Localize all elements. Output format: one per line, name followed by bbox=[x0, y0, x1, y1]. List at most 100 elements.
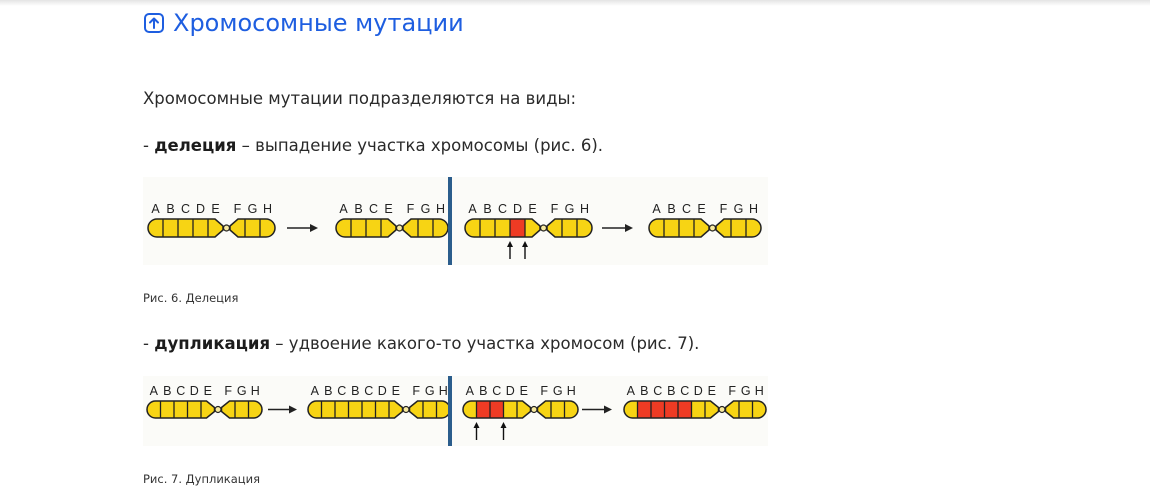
gene-label: F bbox=[540, 384, 548, 398]
gene-label: D bbox=[513, 202, 522, 216]
arm-outline bbox=[335, 218, 397, 238]
gene-label: A bbox=[468, 202, 477, 216]
gene-label: D bbox=[190, 384, 199, 398]
arm-outline bbox=[648, 218, 710, 238]
right-arm bbox=[537, 401, 578, 418]
segment bbox=[731, 219, 746, 237]
gene-label: C bbox=[176, 384, 185, 398]
gene-label: A bbox=[339, 202, 348, 216]
segment bbox=[208, 219, 223, 237]
gene-label: G bbox=[421, 202, 431, 216]
centromere bbox=[395, 224, 404, 232]
gene-label: H bbox=[439, 384, 448, 398]
gene-label: G bbox=[565, 202, 575, 216]
segment bbox=[381, 219, 396, 237]
gene-label: H bbox=[580, 202, 589, 216]
right-arm bbox=[547, 219, 592, 237]
mutated-segment bbox=[664, 401, 678, 418]
figure-divider bbox=[448, 177, 452, 265]
figure-6-caption: Рис. 6. Делеция bbox=[143, 291, 239, 305]
top-shadow bbox=[0, 0, 1150, 6]
gene-label: C bbox=[682, 202, 691, 216]
centromere bbox=[402, 405, 410, 414]
segment bbox=[691, 401, 705, 418]
arm-outline bbox=[462, 400, 532, 419]
arrow-head bbox=[500, 422, 507, 428]
arm-outline bbox=[402, 218, 449, 238]
arrow-head bbox=[310, 224, 318, 232]
gene-label: B bbox=[479, 384, 487, 398]
section-heading: Хромосомные мутации bbox=[143, 9, 464, 37]
gene-label: H bbox=[755, 384, 764, 398]
gene-label: E bbox=[204, 384, 212, 398]
gene-label: A bbox=[652, 202, 661, 216]
segment bbox=[321, 401, 335, 418]
gene-label: C bbox=[680, 384, 689, 398]
segment bbox=[147, 401, 161, 418]
gene-label: F bbox=[551, 202, 559, 216]
segment bbox=[375, 401, 389, 418]
left-arm bbox=[463, 401, 531, 418]
gene-label: F bbox=[234, 202, 242, 216]
right-arm bbox=[409, 401, 450, 418]
segment bbox=[562, 219, 577, 237]
segment bbox=[752, 401, 766, 418]
left-arm bbox=[336, 219, 396, 237]
segment bbox=[564, 401, 578, 418]
centromere bbox=[222, 224, 231, 232]
segment bbox=[201, 401, 215, 418]
arrow-head bbox=[507, 241, 513, 247]
segment bbox=[178, 219, 193, 237]
segment bbox=[148, 219, 163, 237]
arrow-head bbox=[625, 224, 633, 232]
segment bbox=[694, 219, 709, 237]
arrow-up-square-icon[interactable] bbox=[143, 12, 165, 34]
gene-label: G bbox=[425, 384, 435, 398]
right-arm bbox=[230, 219, 275, 237]
segment bbox=[336, 219, 351, 237]
gene-label: E bbox=[211, 202, 219, 216]
segment bbox=[716, 219, 731, 237]
right-arm bbox=[716, 219, 761, 237]
segment bbox=[547, 219, 562, 237]
gene-label: A bbox=[466, 384, 475, 398]
gene-label: H bbox=[251, 384, 260, 398]
gene-label: A bbox=[150, 384, 159, 398]
segment bbox=[389, 401, 403, 418]
mutated-segment bbox=[637, 401, 651, 418]
segment bbox=[436, 401, 450, 418]
segment bbox=[230, 219, 245, 237]
gene-label: G bbox=[553, 384, 563, 398]
gene-label: E bbox=[520, 384, 528, 398]
segment bbox=[174, 401, 188, 418]
segment bbox=[163, 219, 178, 237]
gene-label: A bbox=[151, 202, 160, 216]
segment bbox=[480, 219, 495, 237]
gene-label: C bbox=[364, 384, 373, 398]
gene-label: B bbox=[163, 384, 171, 398]
gene-label: G bbox=[741, 384, 751, 398]
arrow-head bbox=[604, 405, 612, 414]
gene-label: G bbox=[237, 384, 247, 398]
segment bbox=[235, 401, 249, 418]
term-deletion: делеция bbox=[154, 136, 237, 155]
right-arm bbox=[221, 401, 262, 418]
centromere bbox=[539, 224, 548, 232]
dash: - bbox=[143, 136, 155, 155]
dash: - bbox=[143, 334, 155, 353]
heading-title: Хромосомные мутации bbox=[173, 9, 464, 37]
centromere bbox=[214, 405, 222, 414]
arm-outline bbox=[229, 218, 276, 238]
gene-label: C bbox=[337, 384, 346, 398]
gene-label: B bbox=[667, 384, 675, 398]
segment bbox=[624, 401, 638, 418]
arm-outline bbox=[715, 218, 762, 238]
segment bbox=[725, 401, 739, 418]
gene-label: D bbox=[506, 384, 515, 398]
arm-outline bbox=[307, 400, 404, 419]
